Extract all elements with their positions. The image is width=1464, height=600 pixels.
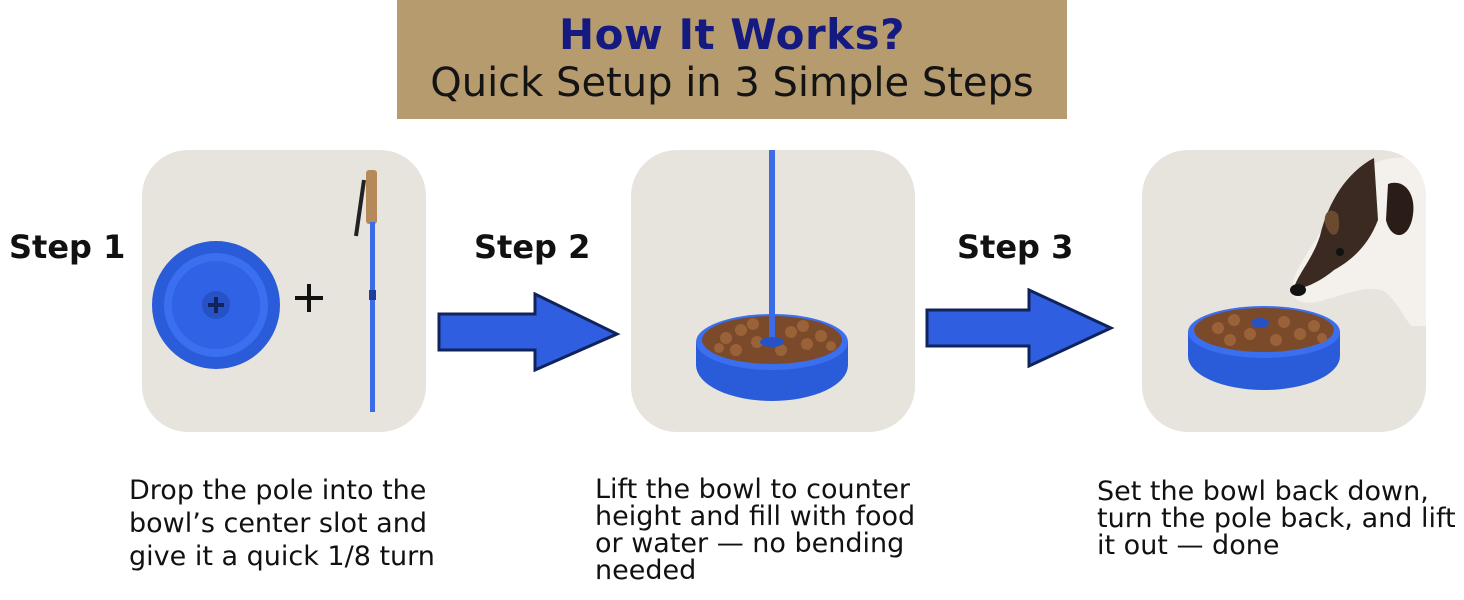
step-2-label: Step 2 [474,228,591,266]
arrow-right-icon [437,292,621,372]
header-banner: How It Works? Quick Setup in 3 Simple St… [397,0,1067,119]
bowl-image [152,241,280,369]
step-3-label: Step 3 [957,228,1074,266]
step-3-card [1142,150,1426,432]
step-3-description: Set the bowl back down, turn the pole ba… [1097,476,1456,561]
step-2-card [631,150,915,432]
bowl-with-food-image [696,150,848,401]
step-2-description: Lift the bowl to counter height and fill… [595,474,916,586]
page-subtitle: Quick Setup in 3 Simple Steps [430,60,1034,106]
step-1-description: Drop the pole into the bowl’s center slo… [129,475,435,572]
pole-image [354,170,377,412]
arrow-right-icon [925,288,1115,368]
step-1-card [142,150,426,432]
page-title: How It Works? [559,10,905,59]
dog-eating-image [1188,157,1426,390]
step-1-label: Step 1 [9,228,126,266]
plus-icon [295,284,323,312]
